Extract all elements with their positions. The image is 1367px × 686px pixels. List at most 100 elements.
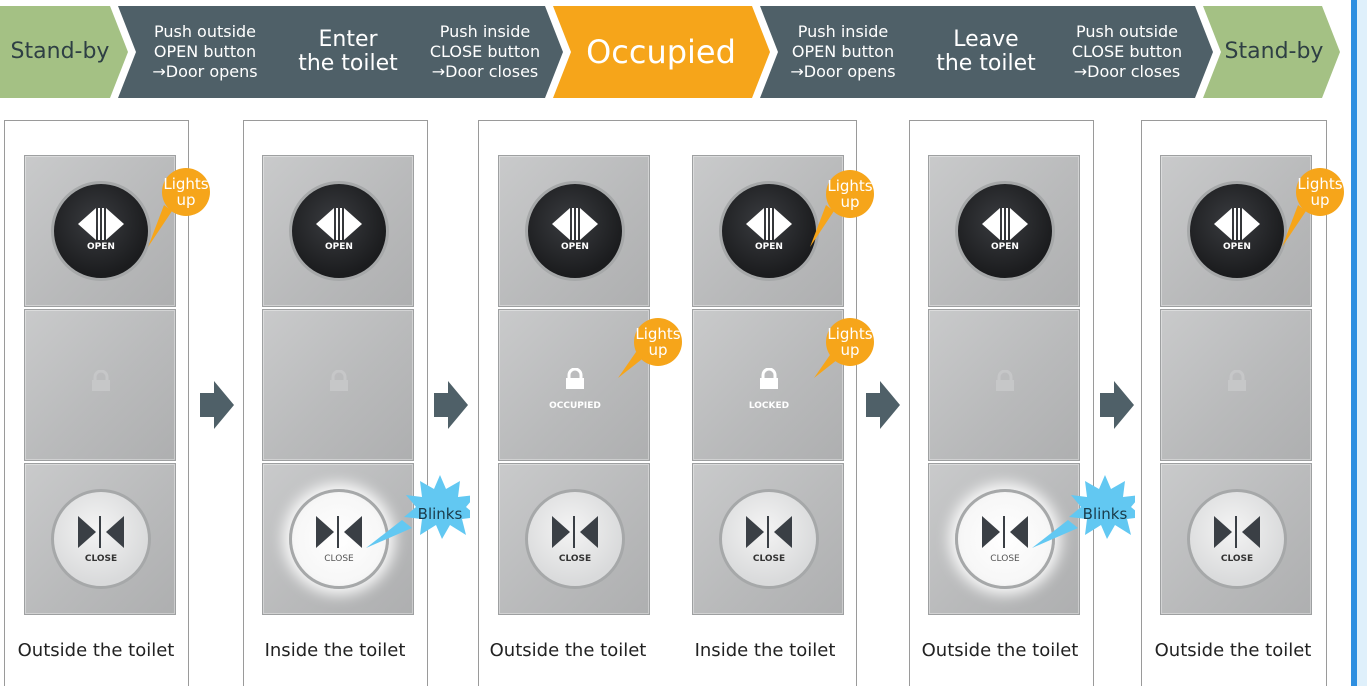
leave-line2: the toilet (936, 51, 1036, 76)
right-edge-bar (1351, 0, 1357, 686)
panel-inside-enter: OPEN CLOSE (262, 155, 414, 615)
close-arrows-icon (982, 516, 1028, 548)
open-button[interactable]: OPEN (51, 181, 151, 281)
close-button[interactable]: CLOSE (51, 489, 151, 589)
standby-end-shape (1203, 6, 1340, 98)
up-text: up (648, 341, 668, 359)
close-plate: CLOSE (692, 463, 844, 615)
open-arrows-icon (982, 208, 1028, 240)
open-arrows-icon (78, 208, 124, 240)
close-button[interactable]: CLOSE (1187, 489, 1287, 589)
step-enter-toilet: Enter the toilet (278, 6, 418, 98)
blinks-label-2: Blinks (1082, 505, 1128, 523)
panel-outside-standby-end: OPEN CLOSE (1160, 155, 1312, 615)
callout-tail-3 (618, 352, 646, 378)
up-text: up (840, 341, 860, 359)
status-plate (24, 309, 176, 461)
caption-inside-2: Inside the toilet (264, 640, 406, 661)
open-arrows-icon (1214, 208, 1260, 240)
open-plate: OPEN (1160, 155, 1312, 307)
open-label: OPEN (1223, 242, 1251, 252)
close-arrows-icon (316, 516, 362, 548)
up-text: up (840, 193, 860, 211)
close-label: CLOSE (752, 554, 786, 564)
close-button-lit[interactable]: CLOSE (289, 489, 389, 589)
step-dark-shape-2 (760, 6, 1213, 98)
callout-tail-6 (1282, 205, 1306, 247)
panel-occupied-outside: OPEN OCCUPIED CLOSE (498, 155, 650, 615)
open-button[interactable]: OPEN (719, 181, 819, 281)
frame-right-4 (1093, 120, 1094, 686)
status-plate (262, 309, 414, 461)
open-plate: OPEN (928, 155, 1080, 307)
blink-starburst-icon-1 (404, 475, 470, 539)
lock-icon (996, 370, 1014, 391)
open-button[interactable]: OPEN (525, 181, 625, 281)
flow-band: Stand-by Push outside OPEN button →Door … (0, 6, 1340, 98)
frame-left-2 (243, 120, 244, 686)
step3-line2: OPEN button (791, 42, 895, 61)
open-plate: OPEN (262, 155, 414, 307)
step3-line1: Push inside (797, 22, 889, 41)
step-push-inside-close: Push inside CLOSE button →Door closes (412, 6, 558, 98)
open-arrows-icon (552, 208, 598, 240)
occupied-indicator-label: OCCUPIED (549, 401, 601, 411)
close-label: CLOSE (84, 554, 118, 564)
frame-top-3 (478, 120, 856, 121)
step2-line3: →Door closes (431, 62, 539, 81)
frame-top-1 (4, 120, 188, 121)
blink-tail-1 (366, 520, 412, 548)
frame-right-3 (856, 120, 857, 686)
close-plate: CLOSE (24, 463, 176, 615)
next-arrow-icon-4 (1100, 381, 1134, 429)
frame-top-5 (1141, 120, 1326, 121)
panel-outside-leave: OPEN CLOSE (928, 155, 1080, 615)
close-button[interactable]: CLOSE (525, 489, 625, 589)
lock-icon (566, 368, 584, 389)
step2-line2: CLOSE button (429, 42, 541, 61)
open-arrows-icon (746, 208, 792, 240)
frame-left-5 (1141, 120, 1142, 686)
step-push-inside-open: Push inside OPEN button →Door opens (770, 6, 916, 98)
close-plate: CLOSE (262, 463, 414, 615)
frame-left-1 (4, 120, 5, 686)
panel-outside-standby: OPEN CLOSE (24, 155, 176, 615)
callout-tail-4a (810, 205, 834, 247)
caption-inside-4: Inside the toilet (694, 640, 836, 661)
step-push-outside-close: Push outside CLOSE button →Door closes (1052, 6, 1202, 98)
open-button[interactable]: OPEN (955, 181, 1055, 281)
frame-top-4 (909, 120, 1093, 121)
lights-text: Lights (163, 175, 209, 193)
step1-line3: →Door opens (152, 62, 258, 81)
lights-text: Lights (827, 325, 873, 343)
up-text: up (176, 191, 196, 209)
open-button[interactable]: OPEN (1187, 181, 1287, 281)
open-label: OPEN (991, 242, 1019, 252)
step4-line3: →Door closes (1073, 62, 1181, 81)
open-button[interactable]: OPEN (289, 181, 389, 281)
lights-text: Lights (635, 325, 681, 343)
right-edge-bar-light (1357, 0, 1367, 686)
frame-right-1 (188, 120, 189, 686)
occupied-state: Occupied (571, 6, 751, 98)
open-label: OPEN (325, 242, 353, 252)
up-text: up (1310, 191, 1330, 209)
caption-outside-5: Outside the toilet (921, 640, 1079, 661)
open-label: OPEN (561, 242, 589, 252)
status-plate (1160, 309, 1312, 461)
step1-line2: OPEN button (153, 42, 257, 61)
close-arrows-icon (78, 516, 124, 548)
step4-line1: Push outside (1075, 22, 1179, 41)
open-label: OPEN (87, 242, 115, 252)
enter-line2: the toilet (298, 51, 398, 76)
close-button-lit[interactable]: CLOSE (955, 489, 1055, 589)
blink-starburst-icon-2 (1069, 475, 1135, 539)
standby-start: Stand-by (0, 6, 120, 98)
blinks-label-1: Blinks (417, 505, 463, 523)
standby-start-shape (0, 6, 128, 98)
close-button[interactable]: CLOSE (719, 489, 819, 589)
